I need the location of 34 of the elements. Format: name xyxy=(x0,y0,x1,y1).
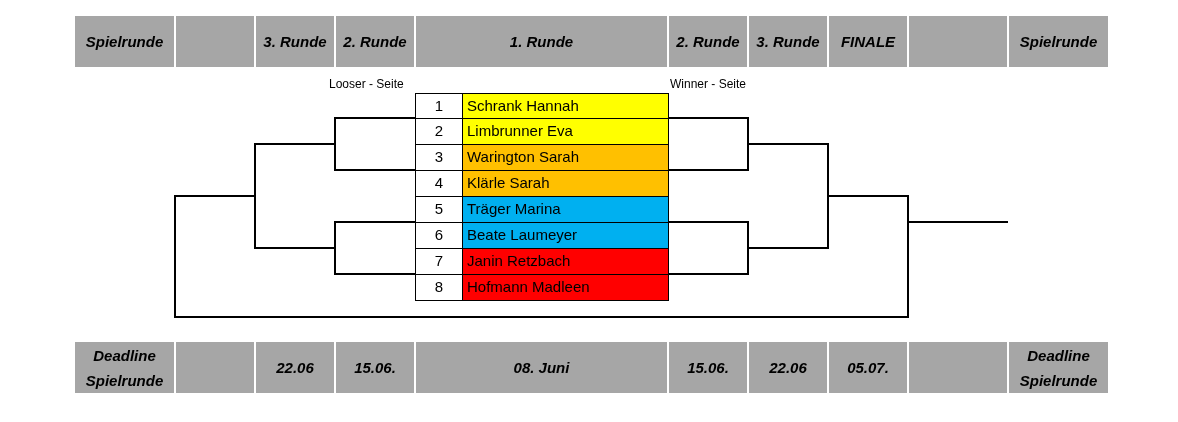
header-cell: 05.07. xyxy=(829,342,907,393)
player-row xyxy=(415,196,669,223)
header-cell: FINALE xyxy=(829,16,907,67)
header-cell: Spielrunde xyxy=(75,16,174,67)
player-row xyxy=(415,274,669,301)
header-cell: 1. Runde xyxy=(416,16,667,67)
player-name: Beate Laumeyer xyxy=(463,223,668,248)
header-cell: 3. Runde xyxy=(749,16,827,67)
side-label: Winner - Seite xyxy=(670,76,747,93)
header-cell: 2. Runde xyxy=(336,16,414,67)
header-cell: Deadline Spielrunde xyxy=(1009,342,1108,393)
header-cell: 22.06 xyxy=(749,342,827,393)
player-row xyxy=(415,170,669,197)
player-row xyxy=(415,222,669,249)
side-label: Looser - Seite xyxy=(329,76,404,93)
player-name: Träger Marina xyxy=(463,197,668,222)
player-name: Hofmann Madleen xyxy=(463,275,668,300)
header-cell: 22.06 xyxy=(256,342,334,393)
player-name: Warington Sarah xyxy=(463,145,668,170)
player-row xyxy=(415,118,669,145)
header-cell: 2. Runde xyxy=(669,16,747,67)
header-cell: Spielrunde xyxy=(1009,16,1108,67)
player-name: Klärle Sarah xyxy=(463,171,668,196)
header-cell: 15.06. xyxy=(669,342,747,393)
player-name: Schrank Hannah xyxy=(463,94,668,118)
header-cell: Deadline Spielrunde xyxy=(75,342,174,393)
header-cell: 08. Juni xyxy=(416,342,667,393)
player-row xyxy=(415,93,669,119)
player-name: Limbrunner Eva xyxy=(463,119,668,144)
header-cell: 3. Runde xyxy=(256,16,334,67)
player-name: Janin Retzbach xyxy=(463,249,668,274)
player-row xyxy=(415,248,669,275)
player-row xyxy=(415,144,669,171)
header-cell: 15.06. xyxy=(336,342,414,393)
